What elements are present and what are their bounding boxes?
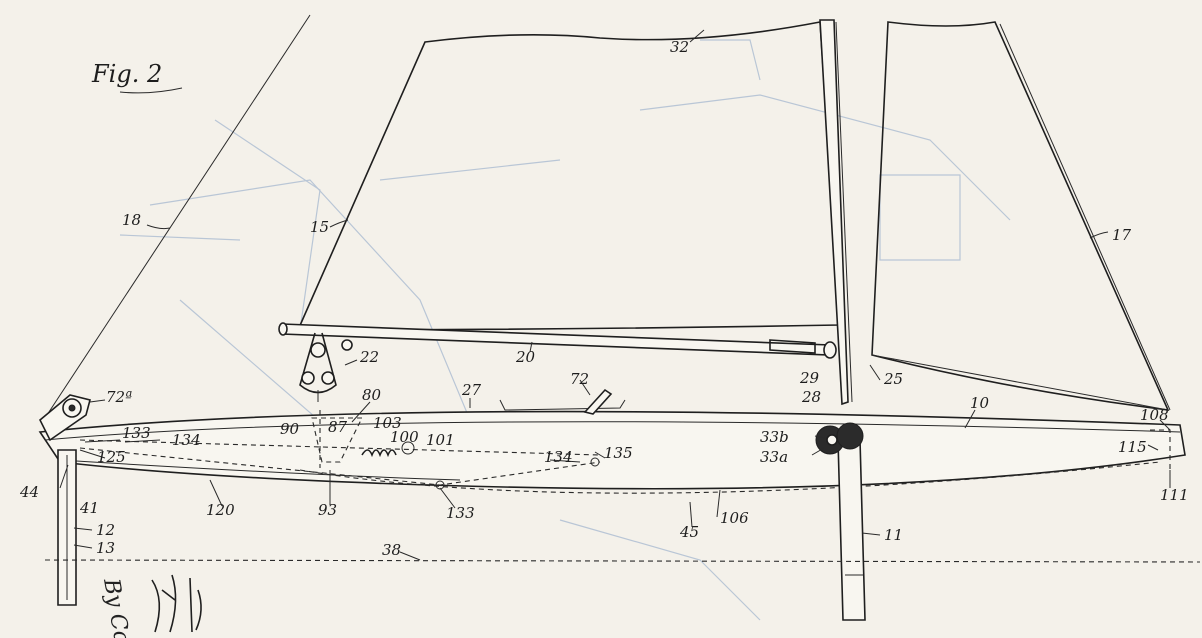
ref-111: 111 — [1160, 486, 1189, 504]
ref-44: 44 — [19, 483, 39, 501]
ref-120: 120 — [206, 501, 235, 519]
ref-106: 106 — [720, 509, 749, 527]
control-lines — [79, 410, 1171, 494]
mast — [819, 19, 849, 406]
ref-32: 32 — [670, 38, 689, 56]
figure-title: Fig. 2 — [91, 60, 162, 88]
figure-label: Fig. 2 — [91, 60, 183, 94]
ref-10: 10 — [970, 394, 990, 412]
ref-87: 87 — [328, 418, 348, 436]
ref-22: 22 — [359, 348, 379, 366]
signature-strokes-2 — [189, 577, 202, 633]
ref-72: 72 — [570, 370, 589, 388]
ref-11: 11 — [884, 526, 903, 544]
rudder — [57, 449, 77, 606]
signature-strokes — [151, 574, 177, 633]
signature-text: By Co — [98, 576, 134, 638]
ref-90: 90 — [280, 420, 300, 438]
ref-25: 25 — [883, 370, 903, 388]
keel-centreboard — [815, 422, 866, 621]
ref-17: 17 — [1112, 226, 1132, 244]
ref-115: 115 — [1118, 438, 1147, 456]
ref-27: 27 — [461, 381, 482, 399]
ref-41: 41 — [79, 499, 99, 517]
mainsail — [296, 21, 841, 331]
ref-45: 45 — [679, 523, 699, 541]
ref-13: 13 — [96, 539, 115, 557]
ref-28: 28 — [801, 388, 821, 406]
leader-lines — [59, 29, 1171, 561]
waterline — [44, 559, 1201, 563]
forestay — [44, 14, 311, 419]
bleed-through-lines — [119, 39, 1011, 621]
hull — [38, 388, 1186, 490]
ref-33b: 33b — [760, 428, 789, 446]
signature-fragment: By Co — [98, 574, 202, 638]
ref-100: 100 — [390, 428, 419, 446]
jib-sail — [871, 21, 1170, 411]
boom — [278, 322, 837, 359]
ref-134-lower: 134 — [544, 448, 573, 466]
ref-103: 103 — [373, 414, 402, 432]
ref-12: 12 — [96, 521, 115, 539]
ref-15: 15 — [310, 218, 329, 236]
ref-72a: 72ª — [106, 388, 132, 406]
reference-numerals: 18 15 32 17 20 22 72ª 80 27 72 29 28 25 … — [19, 38, 1189, 559]
mainsheet-block — [299, 332, 353, 402]
ref-93: 93 — [318, 501, 337, 519]
ref-38: 38 — [382, 541, 401, 559]
ref-135: 135 — [604, 444, 633, 462]
ref-101: 101 — [426, 431, 455, 449]
ref-33a: 33a — [760, 448, 788, 466]
ref-20: 20 — [515, 348, 536, 366]
ref-133-upper: 133 — [122, 424, 151, 442]
ref-18: 18 — [122, 211, 141, 229]
ref-134-upper: 134 — [172, 431, 201, 449]
ref-108: 108 — [1140, 406, 1169, 424]
ref-29: 29 — [799, 369, 820, 387]
ref-125: 125 — [97, 448, 126, 466]
ref-80: 80 — [362, 386, 382, 404]
ref-133-lower: 133 — [446, 504, 475, 522]
